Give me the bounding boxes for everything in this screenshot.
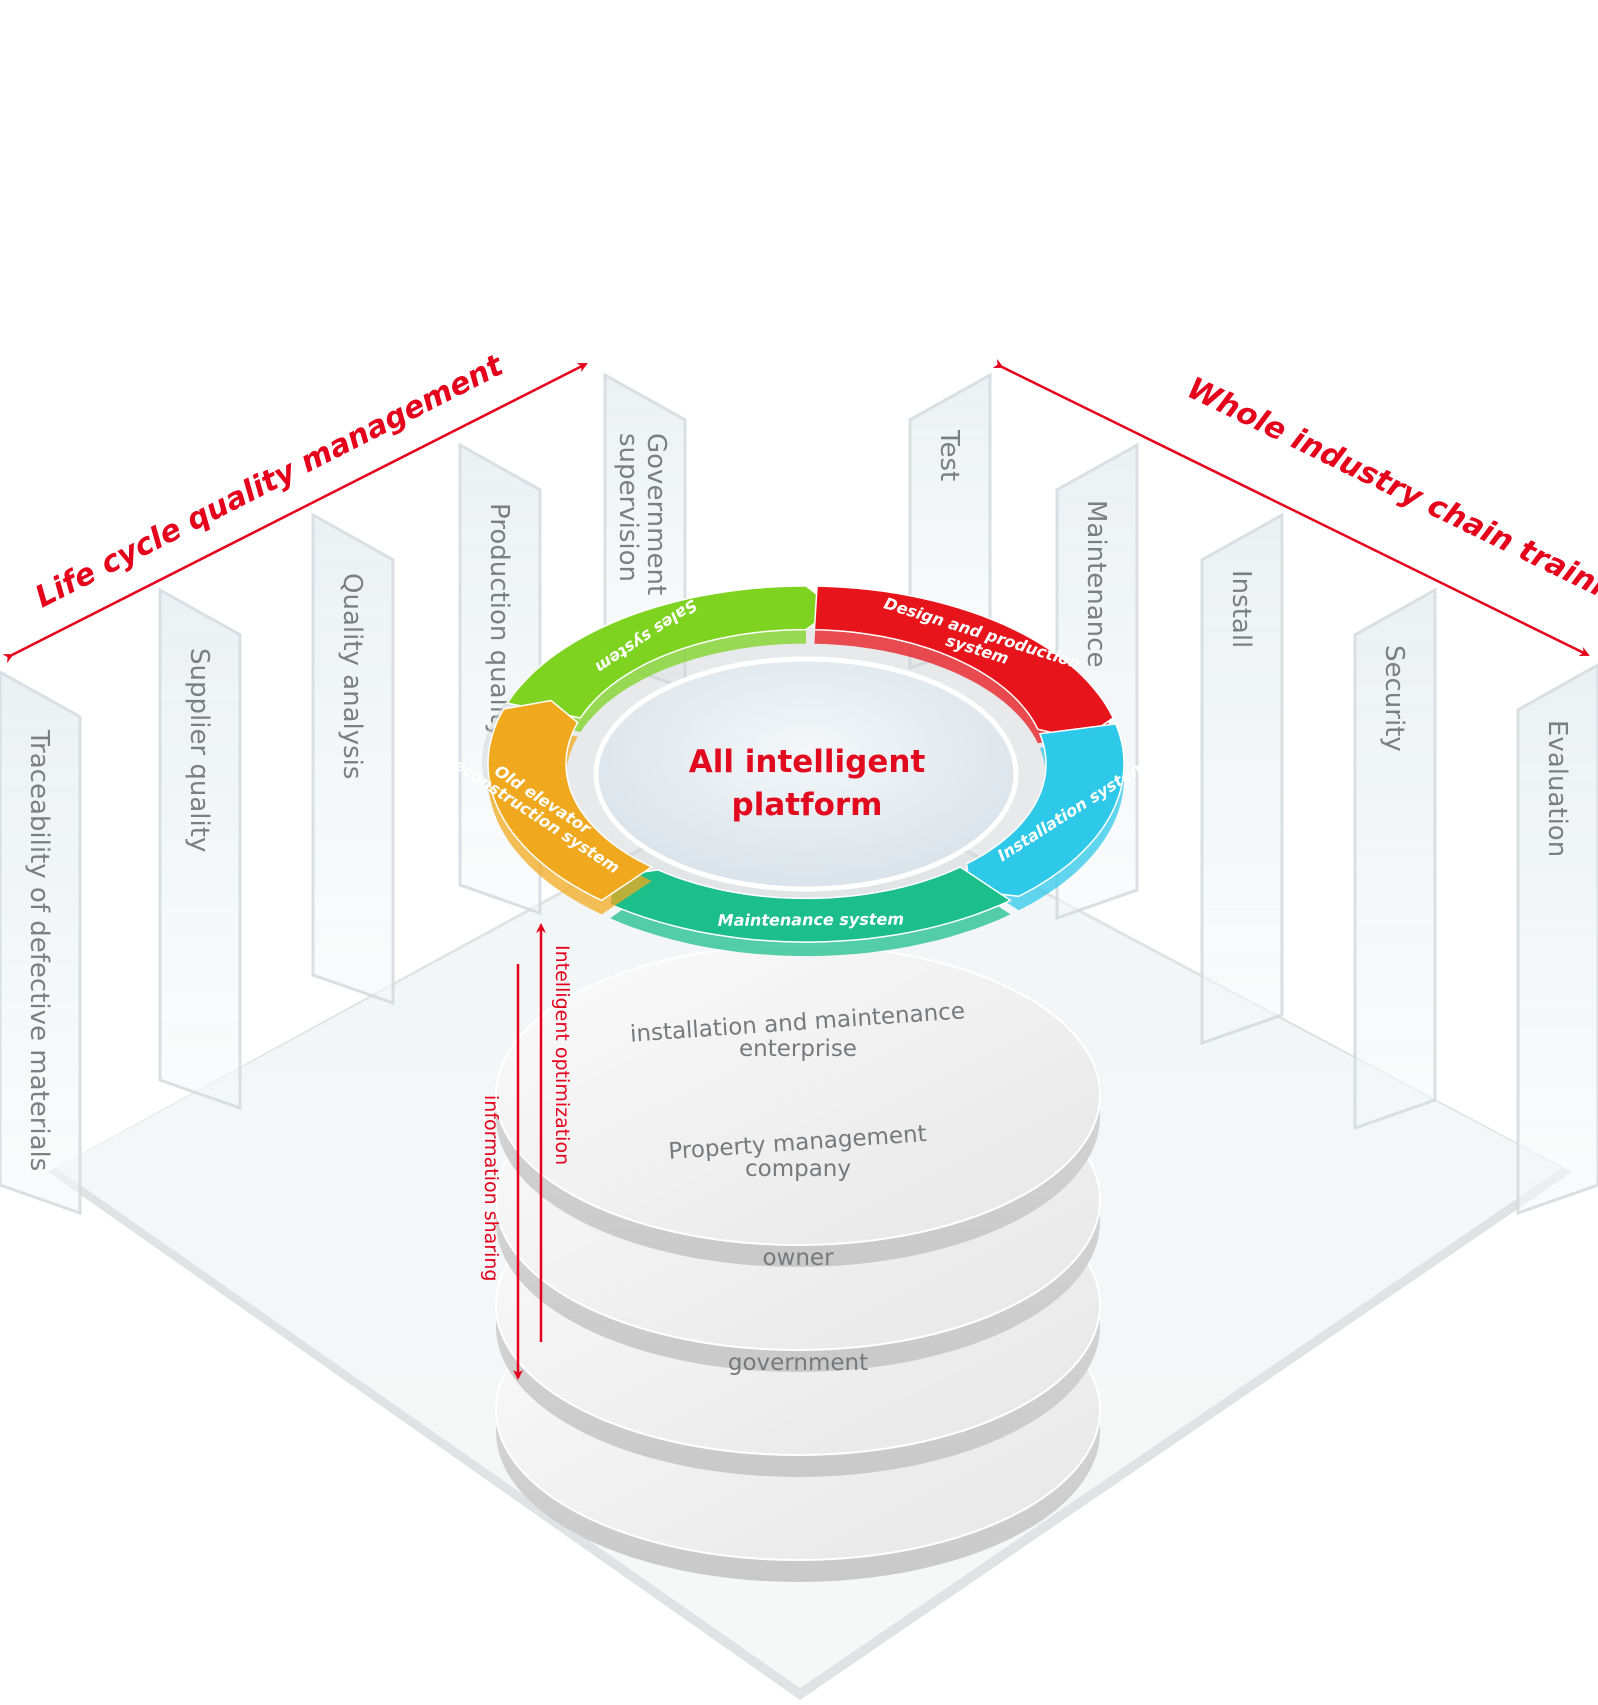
tier-label: company [745,1156,851,1182]
panel-right-3: Security [1353,587,1437,1131]
left-axis-title: Life cycle quality management [30,347,510,615]
panel-left-1: Supplier quality [158,587,242,1111]
panel-left-0: Traceability of defective materials [0,670,82,1216]
platform-title-line-1: All intelligent [689,744,926,780]
panel-label: Supplier quality [184,648,214,852]
platform-title-line-2: platform [732,787,883,823]
platform-center [593,656,1019,892]
platform-segment: Maintenance system [609,866,1012,957]
panel-label: Government [641,433,671,595]
panel-label: supervision [613,433,643,582]
up-flow-label: Intelligent optimization [551,945,573,1165]
tier-label: government [728,1350,868,1376]
tier-label: owner [762,1245,834,1271]
right-axis-arrow [992,358,1590,657]
panel-label: Maintenance [1081,500,1111,667]
left-axis-arrow [2,362,588,664]
down-flow-label: information sharing [480,1095,502,1281]
segment-label: Maintenance system [718,909,904,929]
panel-left-2: Quality analysis [311,512,395,1006]
flow-arrows: Intelligent optimization information sha… [480,923,573,1380]
panel-label: Traceability of defective materials [24,729,54,1171]
tier-label: enterprise [739,1036,857,1062]
panel-right-0: Test [908,372,992,671]
panel-label: Quality analysis [337,573,367,779]
panel-label: Test [934,429,964,481]
panel-right-4: Evaluation [1516,663,1598,1216]
tier-disk [495,944,1101,1267]
panel-label: Security [1379,645,1409,752]
panel-right-2: Install [1200,512,1284,1046]
panel-label: Install [1226,570,1256,648]
panel-label: Evaluation [1542,720,1572,857]
tier-stack: installation and maintenanceenterprisePr… [495,944,1101,1582]
